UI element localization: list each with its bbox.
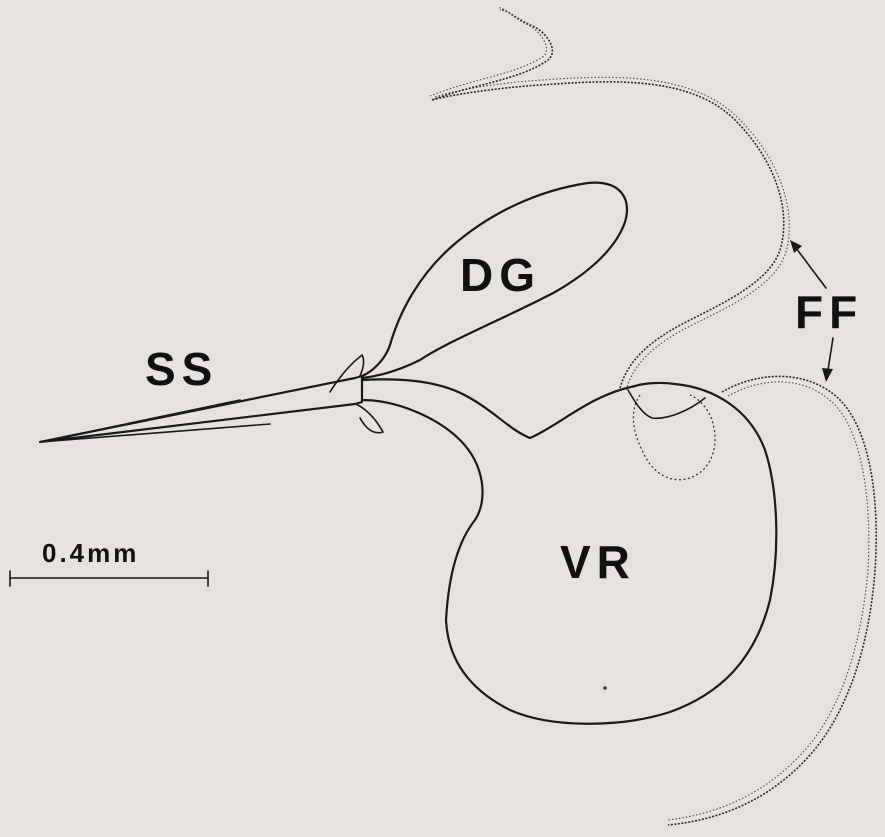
scale-bar: 0.4mm [10, 538, 208, 586]
label-dg: DG [460, 249, 541, 301]
label-vr: VR [560, 536, 636, 588]
label-ff: FF [795, 286, 863, 338]
label-ss: SS [145, 343, 218, 395]
scale-bar-label: 0.4mm [42, 538, 139, 568]
flagellum-upper [430, 8, 789, 390]
flagellum-lower [668, 376, 876, 825]
